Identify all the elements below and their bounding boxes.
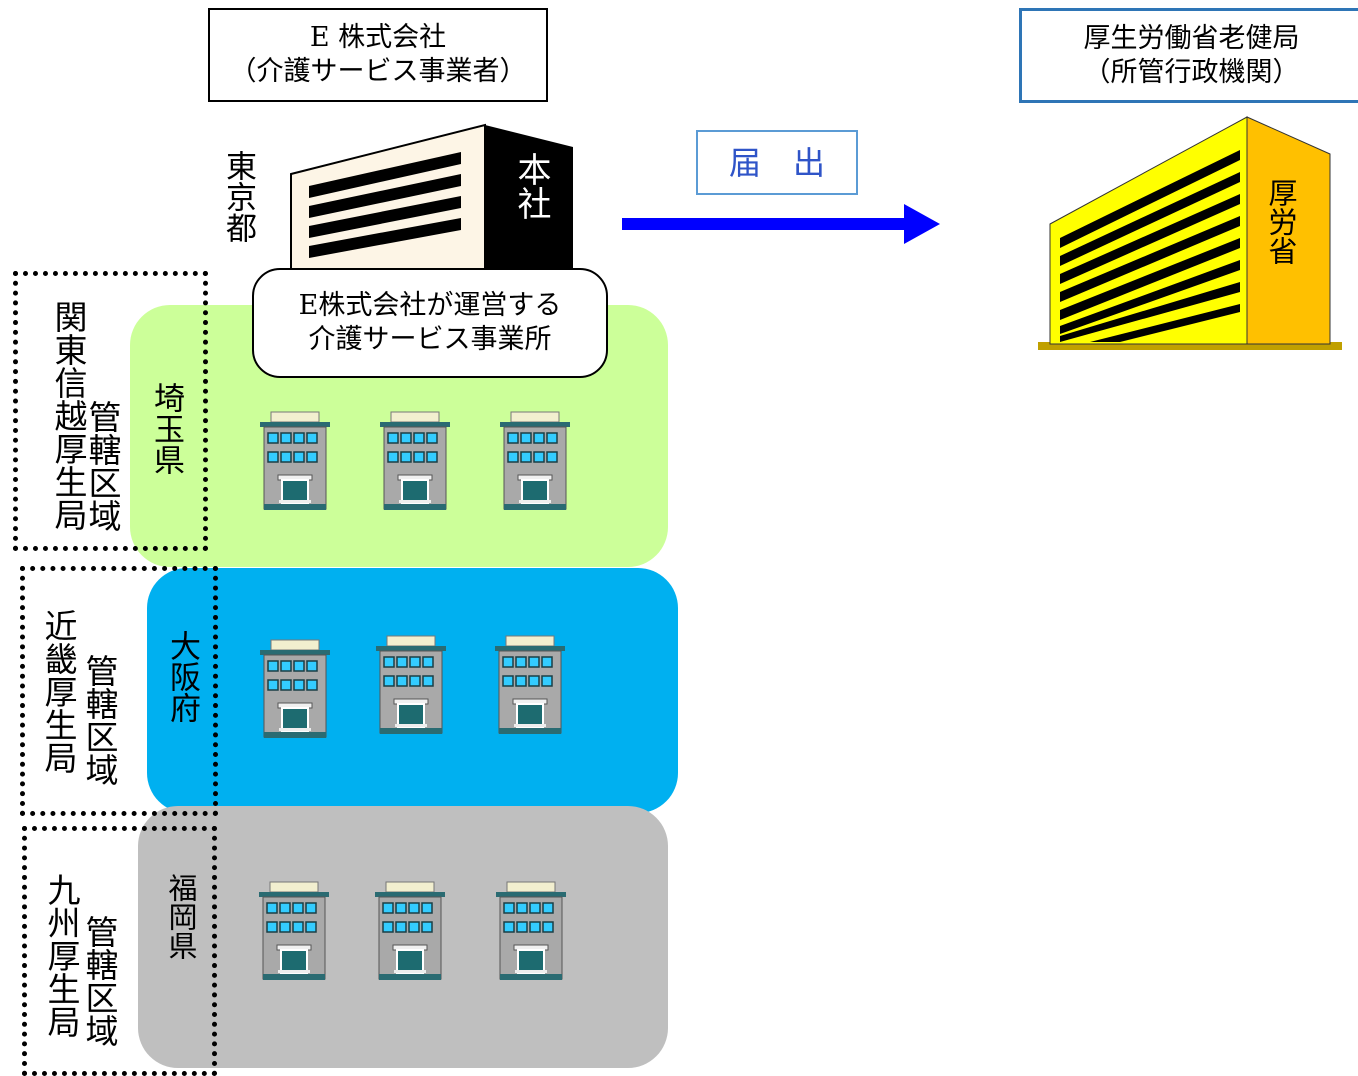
offices-callout: E株式会社が運営する 介護サービス事業所 bbox=[252, 268, 608, 378]
office-building-icon bbox=[499, 411, 571, 511]
tokyo-label: 東京都 bbox=[220, 150, 256, 243]
head-office-label: 本社 bbox=[511, 152, 551, 220]
offices-callout-line2: 介護サービス事業所 bbox=[308, 324, 552, 355]
notification-arrow-icon bbox=[622, 204, 940, 244]
office-building-icon bbox=[259, 411, 331, 511]
ministry-name: 厚生労働省老健局 bbox=[1083, 22, 1300, 54]
office-building-icon bbox=[379, 411, 451, 511]
office-building-icon bbox=[374, 881, 446, 981]
kinki-bureau-label: 近畿厚生局 bbox=[39, 609, 78, 774]
office-building-icon bbox=[258, 881, 330, 981]
saitama-label: 埼玉県 bbox=[148, 382, 184, 475]
company-role: （介護サービス事業者） bbox=[229, 56, 527, 87]
head-office-building-icon bbox=[290, 123, 573, 271]
ministry-building-icon bbox=[1038, 116, 1342, 350]
fukuoka-label: 福岡県 bbox=[164, 873, 198, 960]
company-box: E 株式会社 （介護サービス事業者） bbox=[208, 8, 548, 102]
ministry-role: （所管行政機関） bbox=[1083, 56, 1300, 88]
office-building-icon bbox=[259, 639, 331, 739]
ministry-building-label: 厚労省 bbox=[1264, 178, 1298, 265]
osaka-label: 大阪府 bbox=[164, 630, 200, 723]
office-building-icon bbox=[495, 881, 567, 981]
kyushu-jurisdiction-label: 管轄区域 bbox=[80, 915, 119, 1047]
kinki-jurisdiction-label: 管轄区域 bbox=[80, 654, 119, 786]
kanto-bureau-label: 関東信越厚生局 bbox=[49, 300, 88, 531]
notification-label: 届 出 bbox=[728, 143, 825, 182]
ministry-box: 厚生労働省老健局 （所管行政機関） bbox=[1019, 8, 1358, 103]
notification-box: 届 出 bbox=[696, 130, 858, 195]
kyushu-bureau-label: 九州厚生局 bbox=[42, 873, 81, 1038]
kinki-jurisdiction-box bbox=[20, 566, 218, 816]
offices-callout-line1: E株式会社が運営する bbox=[298, 290, 562, 322]
office-building-icon bbox=[494, 635, 566, 735]
kanto-jurisdiction-label: 管轄区域 bbox=[83, 400, 122, 532]
kanto-jurisdiction-box bbox=[13, 271, 208, 551]
office-building-icon bbox=[375, 635, 447, 735]
company-name: E 株式会社 bbox=[309, 22, 447, 54]
